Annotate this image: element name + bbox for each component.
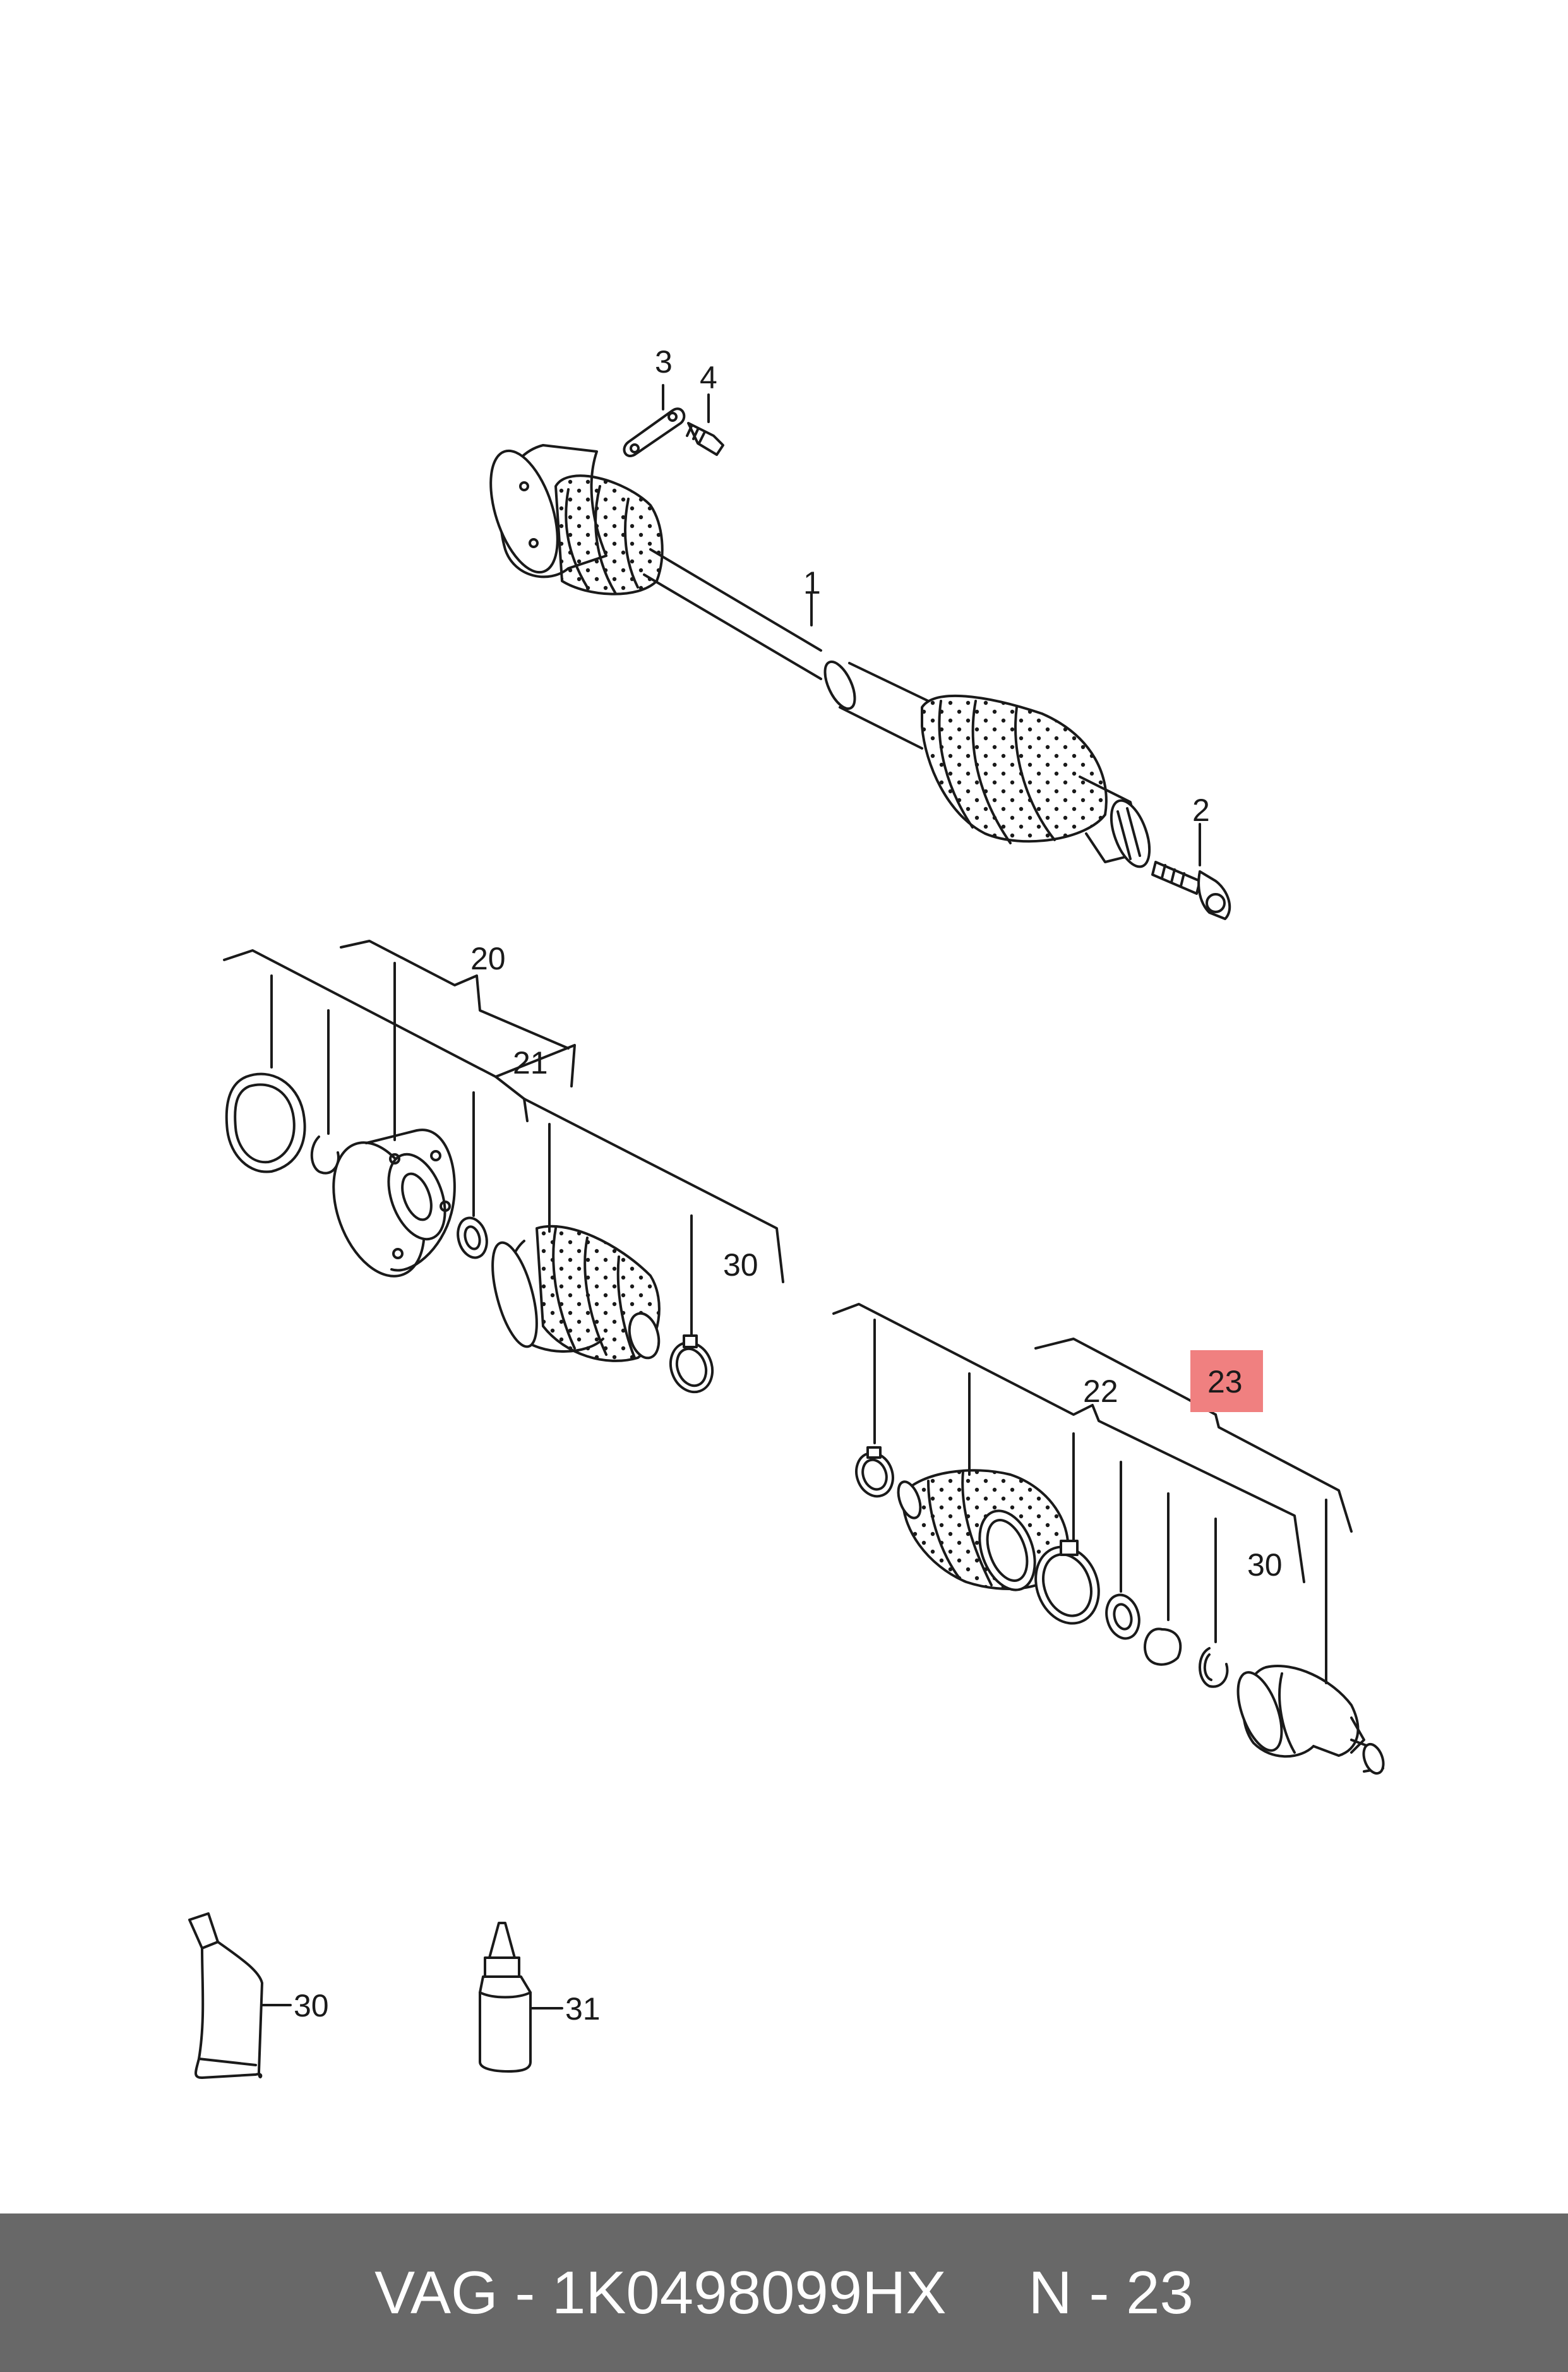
callout-3[interactable]: 3: [655, 344, 673, 380]
highlight-box-23: [1190, 1350, 1263, 1412]
bracket-21: [340, 940, 570, 1050]
circlip-left[interactable]: [310, 1135, 340, 1175]
callout-4[interactable]: 4: [700, 360, 717, 395]
sealant-bottle[interactable]: [479, 1922, 532, 2073]
gasket[interactable]: [225, 1072, 306, 1173]
cv-joint-hub[interactable]: [316, 1129, 456, 1288]
small-bolt[interactable]: [686, 422, 724, 456]
callout-20[interactable]: 20: [470, 941, 506, 976]
outer-cv-joint[interactable]: [1229, 1665, 1387, 1776]
boot-clamp-large[interactable]: [1026, 1538, 1110, 1632]
callout-1[interactable]: 1: [803, 565, 821, 601]
callout-21[interactable]: 21: [513, 1045, 548, 1081]
callout-23[interactable]: 23: [1207, 1364, 1243, 1399]
circlip-right[interactable]: [1199, 1647, 1229, 1688]
callout-31[interactable]: 31: [565, 1991, 601, 2027]
callout-2[interactable]: 2: [1192, 793, 1210, 828]
boot-clamp-left[interactable]: [664, 1334, 719, 1398]
outer-boot[interactable]: [894, 1469, 1070, 1598]
inner-boot[interactable]: [484, 1225, 664, 1362]
dish-spring[interactable]: [1144, 1627, 1182, 1666]
drive-shaft-assembly[interactable]: [477, 443, 1157, 872]
callout-30-right-kit[interactable]: 30: [1247, 1547, 1283, 1583]
callout-22[interactable]: 22: [1083, 1374, 1118, 1409]
exploded-parts-diagram: 1 2 3 4 20 21 30 22 23 30 30 31: [188, 344, 1387, 2079]
part-number-text: VAG - 1K0498099HX: [374, 2258, 947, 2327]
spacer-ring[interactable]: [453, 1214, 491, 1261]
bracket-30a: [494, 1075, 784, 1283]
washer[interactable]: [1102, 1591, 1144, 1643]
footer-bar: VAG - 1K0498099HX N - 23: [0, 2213, 1568, 2372]
callout-30-left-kit[interactable]: 30: [723, 1247, 758, 1283]
lock-plate[interactable]: [623, 407, 686, 457]
boot-clamp-small[interactable]: [851, 1446, 899, 1501]
bracket-23: [1034, 1338, 1188, 1400]
grease-tube[interactable]: [188, 1912, 263, 2079]
bracket-22: [832, 1303, 1305, 1583]
position-text: N - 23: [1028, 2258, 1194, 2327]
callout-30-grease[interactable]: 30: [294, 1988, 329, 2023]
flange-bolt[interactable]: [1151, 861, 1231, 920]
